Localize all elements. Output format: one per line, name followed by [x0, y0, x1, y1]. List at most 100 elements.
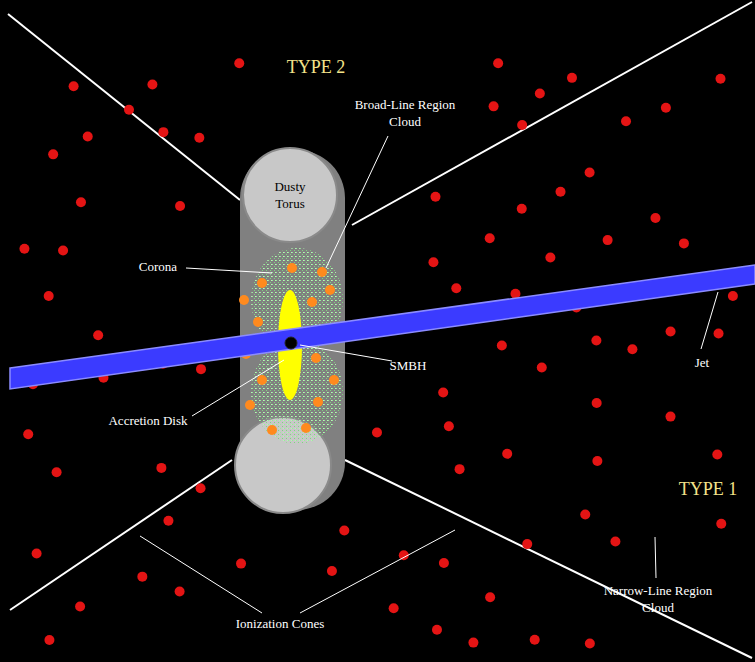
- narrow-line-cloud: [716, 519, 726, 529]
- narrow-line-cloud: [75, 602, 85, 612]
- narrow-line-cloud: [163, 516, 173, 526]
- narrow-line-cloud: [592, 398, 602, 408]
- cone-edge: [352, 2, 752, 225]
- broad-line-cloud: [257, 278, 267, 288]
- part-label: Broad-Line Region Cloud: [348, 96, 462, 130]
- narrow-line-cloud: [158, 127, 168, 137]
- narrow-line-cloud: [372, 427, 382, 437]
- narrow-line-cloud: [468, 638, 478, 648]
- broad-line-cloud: [253, 317, 263, 327]
- part-label: Accretion Disk: [108, 412, 187, 429]
- broad-line-cloud: [307, 297, 317, 307]
- narrow-line-cloud: [716, 74, 726, 84]
- leader-line: [192, 360, 284, 416]
- narrow-line-cloud: [69, 81, 79, 91]
- narrow-line-cloud: [137, 572, 147, 582]
- part-label: Corona: [139, 258, 177, 275]
- narrow-line-cloud: [175, 587, 185, 597]
- narrow-line-cloud: [44, 635, 54, 645]
- narrow-line-cloud: [194, 133, 204, 143]
- leader-line: [186, 268, 272, 273]
- leader-line: [300, 530, 455, 613]
- narrow-line-cloud: [438, 388, 448, 398]
- broad-line-cloud: [301, 423, 311, 433]
- narrow-line-cloud: [432, 625, 442, 635]
- narrow-line-cloud: [485, 592, 495, 602]
- narrow-line-cloud: [592, 456, 602, 466]
- narrow-line-cloud: [19, 244, 29, 254]
- broad-line-cloud: [313, 397, 323, 407]
- narrow-line-cloud: [591, 335, 601, 345]
- part-label: SMBH: [390, 357, 427, 374]
- narrow-line-cloud: [556, 187, 566, 197]
- narrow-line-cloud: [714, 329, 724, 339]
- cone-edge: [8, 14, 240, 200]
- broad-line-cloud: [311, 353, 321, 363]
- part-label: Jet: [695, 354, 709, 371]
- type-label: TYPE 2: [287, 56, 346, 78]
- broad-line-cloud: [239, 295, 249, 305]
- leader-line: [655, 537, 656, 578]
- narrow-line-cloud: [489, 101, 499, 111]
- narrow-line-cloud: [502, 449, 512, 459]
- narrow-line-cloud: [666, 327, 676, 337]
- narrow-line-cloud: [44, 291, 54, 301]
- narrow-line-cloud: [327, 566, 337, 576]
- leader-lines: [140, 136, 718, 613]
- narrow-line-cloud: [537, 362, 547, 372]
- narrow-line-cloud: [451, 283, 461, 293]
- cone-edge: [10, 460, 232, 610]
- narrow-line-cloud: [679, 238, 689, 248]
- narrow-line-cloud: [485, 233, 495, 243]
- jet: [10, 265, 755, 389]
- narrow-line-cloud: [517, 120, 527, 130]
- cone-edge: [345, 460, 752, 658]
- narrow-line-cloud: [58, 246, 68, 256]
- narrow-line-cloud: [517, 204, 527, 214]
- type-label: TYPE 1: [679, 478, 738, 500]
- narrow-line-cloud: [236, 559, 246, 569]
- narrow-line-cloud: [610, 537, 620, 547]
- narrow-line-cloud: [389, 603, 399, 613]
- narrow-line-cloud: [234, 58, 244, 68]
- narrow-line-cloud: [493, 58, 503, 68]
- leader-line: [701, 292, 718, 349]
- narrow-line-cloud: [567, 73, 577, 83]
- torus-section-shape: [243, 148, 337, 242]
- narrow-line-cloud: [728, 291, 738, 301]
- narrow-line-cloud: [621, 116, 631, 126]
- narrow-line-cloud: [455, 464, 465, 474]
- narrow-line-cloud: [428, 257, 438, 267]
- narrow-line-cloud: [439, 558, 449, 568]
- narrow-line-cloud: [661, 103, 671, 113]
- narrow-line-cloud: [175, 201, 185, 211]
- narrow-line-cloud: [23, 429, 33, 439]
- narrow-line-cloud: [339, 526, 349, 536]
- narrow-line-cloud: [627, 344, 637, 354]
- narrow-line-cloud: [431, 192, 441, 202]
- narrow-line-cloud: [83, 132, 93, 142]
- broad-line-cloud: [329, 375, 339, 385]
- narrow-line-cloud: [444, 421, 454, 431]
- narrow-line-cloud: [603, 235, 613, 245]
- narrow-line-cloud: [124, 105, 134, 115]
- narrow-line-cloud: [650, 213, 660, 223]
- narrow-line-cloud: [585, 167, 595, 177]
- narrow-line-cloud: [147, 80, 157, 90]
- broad-line-cloud: [245, 400, 255, 410]
- narrow-line-cloud: [196, 364, 206, 374]
- broad-line-cloud: [287, 263, 297, 273]
- narrow-line-cloud: [585, 638, 595, 648]
- narrow-line-cloud: [497, 341, 507, 351]
- narrow-line-cloud: [156, 463, 166, 473]
- node-label: Dusty Torus: [259, 178, 321, 212]
- narrow-line-cloud: [52, 467, 62, 477]
- narrow-line-cloud: [32, 548, 42, 558]
- narrow-line-cloud: [93, 330, 103, 340]
- leader-line: [300, 345, 392, 361]
- narrow-line-cloud: [712, 449, 722, 459]
- narrow-line-cloud: [522, 539, 532, 549]
- narrow-line-cloud: [545, 253, 555, 263]
